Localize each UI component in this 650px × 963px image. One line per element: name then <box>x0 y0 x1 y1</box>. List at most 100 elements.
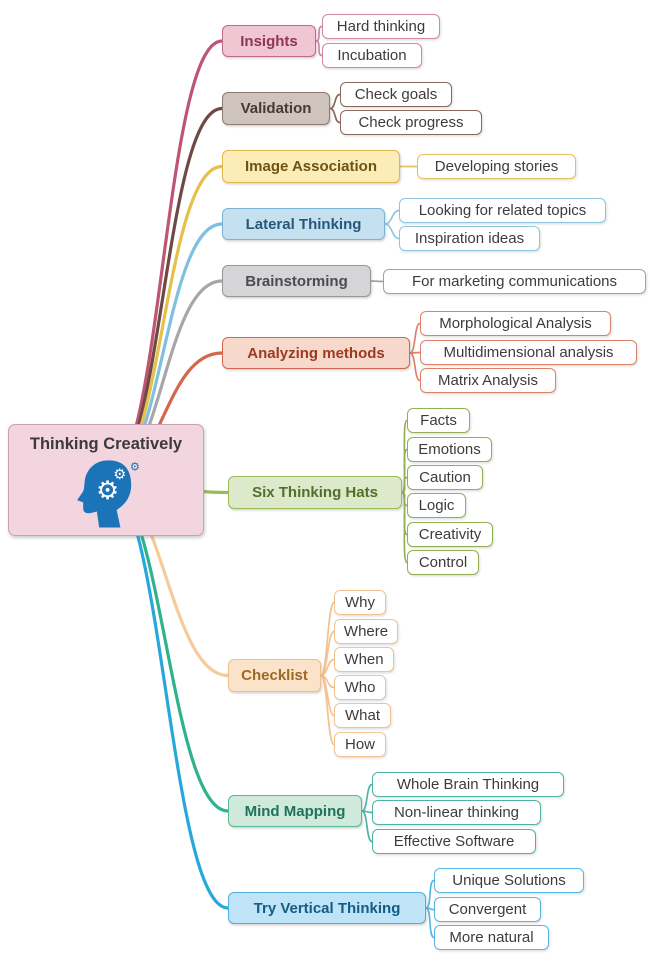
subtopic-validation-0-label: Check goals <box>354 86 438 103</box>
edge-validation-child-0 <box>329 93 341 110</box>
subtopic-checklist-5-label: How <box>344 736 375 753</box>
branch-image-association-label: Image Association <box>245 158 377 175</box>
edge-analyzing-methods-child-2 <box>409 352 421 382</box>
edge-lateral-thinking-child-0 <box>384 209 400 225</box>
branch-lateral-thinking[interactable]: Lateral Thinking <box>222 208 385 240</box>
subtopic-checklist-0[interactable]: Why <box>334 590 386 615</box>
subtopic-mind-mapping-2[interactable]: Effective Software <box>372 829 536 854</box>
edge-checklist-child-0 <box>320 601 335 677</box>
subtopic-analyzing-methods-0[interactable]: Morphological Analysis <box>420 311 611 336</box>
subtopic-checklist-4[interactable]: What <box>334 703 391 728</box>
subtopic-six-thinking-hats-1[interactable]: Emotions <box>407 437 492 462</box>
central-topic[interactable]: Thinking Creatively ⚙ ⚙ ⚙ <box>8 424 204 536</box>
subtopic-try-vertical-thinking-2[interactable]: More natural <box>434 925 549 950</box>
branch-validation-label: Validation <box>240 100 312 117</box>
edge-analyzing-methods-child-1 <box>409 351 421 354</box>
edge-insights <box>104 39 224 482</box>
subtopic-analyzing-methods-2-label: Matrix Analysis <box>437 372 539 389</box>
subtopic-image-association-0-label: Developing stories <box>434 158 559 175</box>
subtopic-analyzing-methods-0-label: Morphological Analysis <box>439 315 592 332</box>
subtopic-checklist-0-label: Why <box>345 594 375 611</box>
subtopic-brainstorming-0-label: For marketing communications <box>411 273 618 290</box>
subtopic-insights-0-label: Hard thinking <box>336 18 426 35</box>
branch-try-vertical-thinking-label: Try Vertical Thinking <box>253 899 401 917</box>
branch-lateral-thinking-label: Lateral Thinking <box>245 215 362 233</box>
subtopic-insights-1[interactable]: Incubation <box>322 43 422 68</box>
subtopic-insights-0[interactable]: Hard thinking <box>322 14 440 39</box>
subtopic-six-thinking-hats-2-label: Caution <box>419 469 471 486</box>
branch-image-association[interactable]: Image Association <box>222 150 400 183</box>
edge-validation-child-1 <box>329 107 341 124</box>
edge-try-vertical-thinking-child-1 <box>425 907 435 911</box>
subtopic-six-thinking-hats-3-label: Logic <box>418 497 455 514</box>
edge-checklist-child-1 <box>320 630 335 677</box>
subtopic-six-thinking-hats-4[interactable]: Creativity <box>407 522 493 547</box>
subtopic-validation-1[interactable]: Check progress <box>340 110 482 135</box>
branch-mind-mapping[interactable]: Mind Mapping <box>228 795 362 827</box>
branch-analyzing-methods-label: Analyzing methods <box>247 344 385 362</box>
subtopic-try-vertical-thinking-1-label: Convergent <box>448 901 527 918</box>
subtopic-lateral-thinking-1[interactable]: Inspiration ideas <box>399 226 540 251</box>
branch-six-thinking-hats[interactable]: Six Thinking Hats <box>228 476 402 509</box>
edge-mind-mapping-child-1 <box>361 810 373 814</box>
edge-checklist-child-2 <box>320 658 335 677</box>
branch-checklist[interactable]: Checklist <box>228 659 321 692</box>
edge-checklist-child-5 <box>320 674 335 746</box>
edge-analyzing-methods-child-0 <box>409 322 421 354</box>
branch-analyzing-methods[interactable]: Analyzing methods <box>222 337 410 369</box>
svg-text:⚙: ⚙ <box>130 460 140 474</box>
central-topic-label: Thinking Creatively <box>29 435 183 453</box>
branch-brainstorming[interactable]: Brainstorming <box>222 265 371 297</box>
branch-brainstorming-label: Brainstorming <box>245 272 348 290</box>
branch-checklist-label: Checklist <box>241 667 308 684</box>
subtopic-checklist-1-label: Where <box>343 623 389 640</box>
subtopic-validation-1-label: Check progress <box>358 114 464 131</box>
subtopic-brainstorming-0[interactable]: For marketing communications <box>383 269 646 294</box>
subtopic-analyzing-methods-2[interactable]: Matrix Analysis <box>420 368 556 393</box>
subtopic-lateral-thinking-0[interactable]: Looking for related topics <box>399 198 606 223</box>
subtopic-six-thinking-hats-4-label: Creativity <box>418 526 482 543</box>
branch-validation[interactable]: Validation <box>222 92 330 125</box>
edge-lateral-thinking-child-1 <box>384 223 400 240</box>
subtopic-insights-1-label: Incubation <box>337 47 407 64</box>
edge-mind-mapping-child-0 <box>361 783 373 812</box>
subtopic-checklist-2[interactable]: When <box>334 647 394 672</box>
branch-six-thinking-hats-label: Six Thinking Hats <box>252 484 378 501</box>
subtopic-checklist-3[interactable]: Who <box>334 675 386 700</box>
subtopic-lateral-thinking-0-label: Looking for related topics <box>418 202 587 219</box>
subtopic-image-association-0[interactable]: Developing stories <box>417 154 576 179</box>
edge-mind-mapping-child-2 <box>361 810 373 843</box>
edge-brainstorming-child-0 <box>370 280 384 283</box>
subtopic-mind-mapping-2-label: Effective Software <box>393 833 515 850</box>
branch-insights[interactable]: Insights <box>222 25 316 57</box>
edge-try-vertical-thinking <box>104 478 230 910</box>
subtopic-six-thinking-hats-1-label: Emotions <box>418 441 481 458</box>
subtopic-checklist-3-label: Who <box>344 679 376 696</box>
subtopic-six-thinking-hats-0-label: Facts <box>420 412 457 429</box>
subtopic-checklist-4-label: What <box>344 707 380 724</box>
subtopic-try-vertical-thinking-1[interactable]: Convergent <box>434 897 541 922</box>
subtopic-checklist-5[interactable]: How <box>334 732 386 757</box>
subtopic-analyzing-methods-1[interactable]: Multidimensional analysis <box>420 340 637 365</box>
subtopic-six-thinking-hats-0[interactable]: Facts <box>407 408 470 433</box>
branch-try-vertical-thinking[interactable]: Try Vertical Thinking <box>228 892 426 924</box>
subtopic-checklist-2-label: When <box>344 651 384 668</box>
subtopic-six-thinking-hats-5-label: Control <box>418 554 468 571</box>
subtopic-six-thinking-hats-5[interactable]: Control <box>407 550 479 575</box>
branch-mind-mapping-label: Mind Mapping <box>244 802 346 820</box>
subtopic-try-vertical-thinking-0[interactable]: Unique Solutions <box>434 868 584 893</box>
branch-insights-label: Insights <box>240 32 298 50</box>
subtopic-mind-mapping-0[interactable]: Whole Brain Thinking <box>372 772 564 797</box>
edge-checklist-child-4 <box>320 674 335 717</box>
subtopic-validation-0[interactable]: Check goals <box>340 82 452 107</box>
edge-checklist-child-3 <box>320 674 335 689</box>
subtopic-six-thinking-hats-2[interactable]: Caution <box>407 465 483 490</box>
subtopic-checklist-1[interactable]: Where <box>334 619 398 644</box>
subtopic-lateral-thinking-1-label: Inspiration ideas <box>414 230 525 247</box>
svg-text:⚙: ⚙ <box>113 467 126 483</box>
subtopic-mind-mapping-1[interactable]: Non-linear thinking <box>372 800 541 825</box>
subtopic-try-vertical-thinking-2-label: More natural <box>449 929 534 946</box>
subtopic-six-thinking-hats-3[interactable]: Logic <box>407 493 466 518</box>
subtopic-try-vertical-thinking-0-label: Unique Solutions <box>452 872 566 889</box>
subtopic-mind-mapping-1-label: Non-linear thinking <box>393 804 520 821</box>
